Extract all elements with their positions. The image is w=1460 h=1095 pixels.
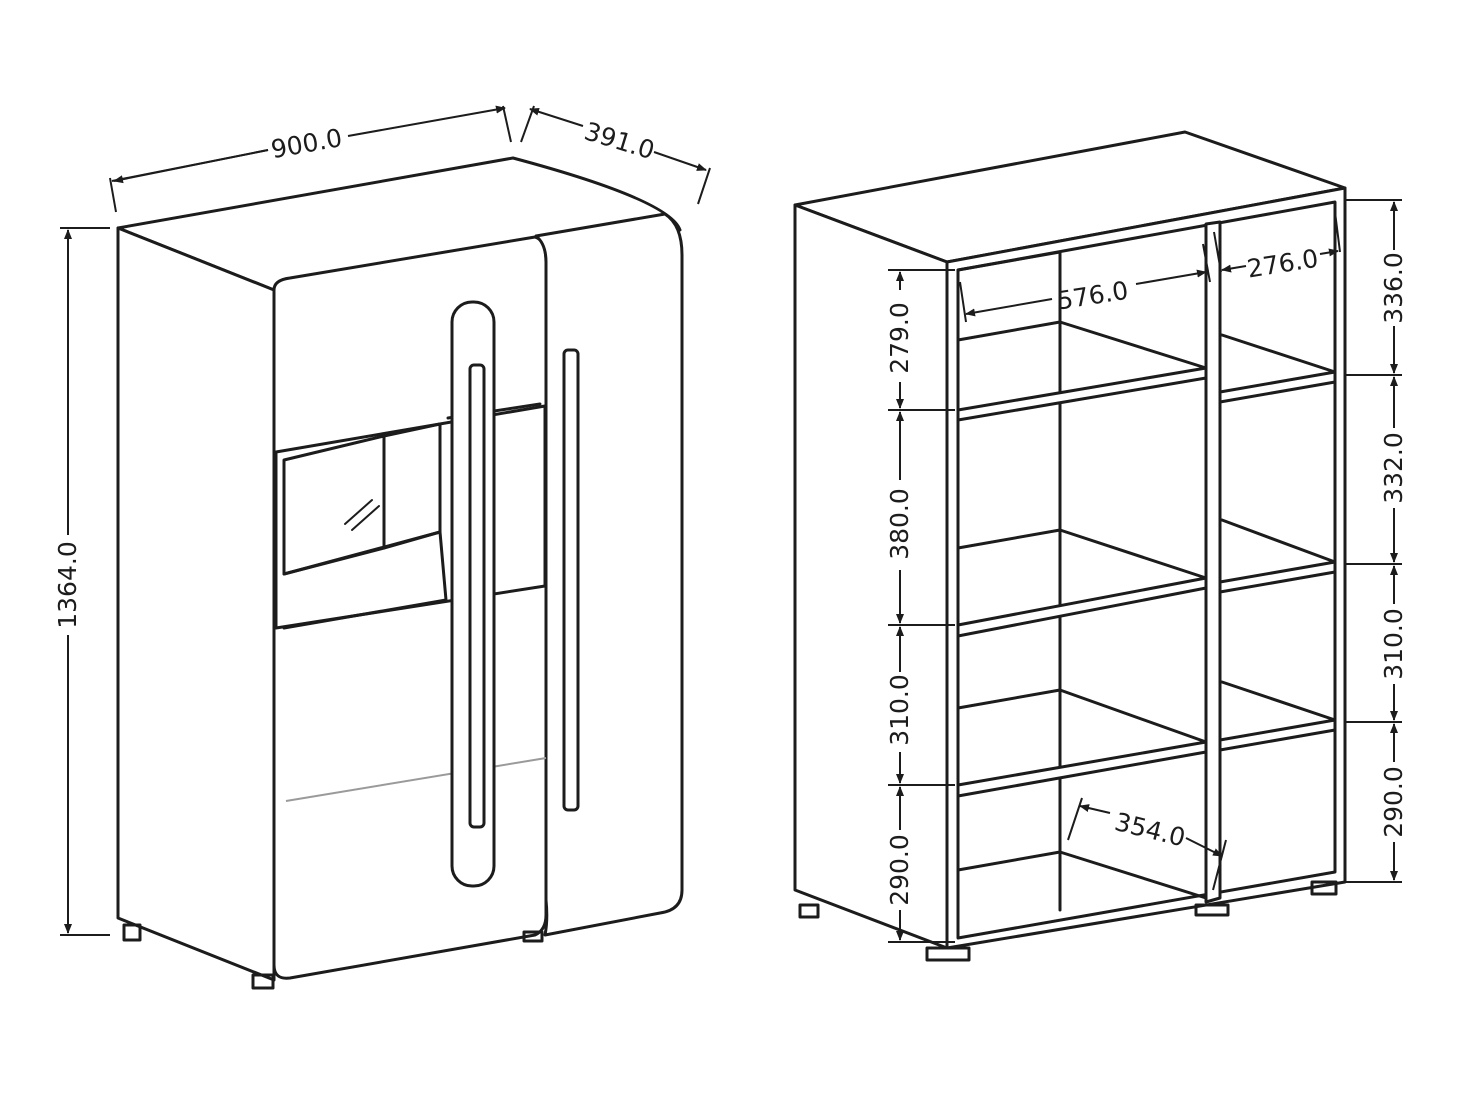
right-door-handle bbox=[562, 348, 580, 812]
left-height-4: 290.0 bbox=[885, 834, 914, 906]
foot bbox=[522, 930, 544, 943]
width-label: 900.0 bbox=[269, 123, 345, 164]
cabinet-front-view: 900.0 391.0 1364.0 bbox=[53, 105, 711, 990]
carcass-side bbox=[793, 203, 949, 950]
foot bbox=[1194, 903, 1230, 917]
foot bbox=[122, 923, 142, 942]
shelf-right-1 bbox=[1218, 370, 1337, 404]
foot bbox=[251, 973, 275, 990]
right-height-1: 336.0 bbox=[1379, 252, 1408, 324]
foot bbox=[1310, 880, 1338, 896]
cabinet-top bbox=[116, 156, 682, 292]
shelf-right-3 bbox=[1218, 718, 1337, 752]
left-height-1: 279.0 bbox=[885, 302, 914, 374]
right-height-3: 310.0 bbox=[1379, 608, 1408, 680]
center-divider bbox=[1204, 220, 1222, 904]
right-door bbox=[534, 212, 684, 937]
dimension-right-heights: 336.0 332.0 310.0 290.0 bbox=[1345, 199, 1408, 883]
shelf-left-3 bbox=[956, 740, 1208, 798]
height-label: 1364.0 bbox=[53, 541, 82, 628]
right-height-4: 290.0 bbox=[1379, 766, 1408, 838]
dimension-left-heights: 279.0 380.0 310.0 290.0 bbox=[885, 269, 955, 943]
shelf-left-1 bbox=[956, 366, 1208, 422]
left-door-handle-plate bbox=[450, 300, 496, 888]
shelf-right-2 bbox=[1218, 560, 1337, 594]
right-height-2: 332.0 bbox=[1379, 432, 1408, 504]
left-door-handle bbox=[468, 363, 486, 829]
depth-label: 391.0 bbox=[581, 117, 658, 166]
foot bbox=[925, 946, 971, 962]
foot bbox=[798, 903, 820, 919]
cabinet-side-panel bbox=[116, 226, 276, 982]
shelf-left-2 bbox=[956, 576, 1208, 638]
left-height-3: 310.0 bbox=[885, 674, 914, 746]
dimension-height: 1364.0 bbox=[53, 227, 110, 936]
left-height-2: 380.0 bbox=[885, 488, 914, 560]
cabinet-interior-view: 576.0 276.0 354.0 279.0 bbox=[793, 130, 1408, 962]
